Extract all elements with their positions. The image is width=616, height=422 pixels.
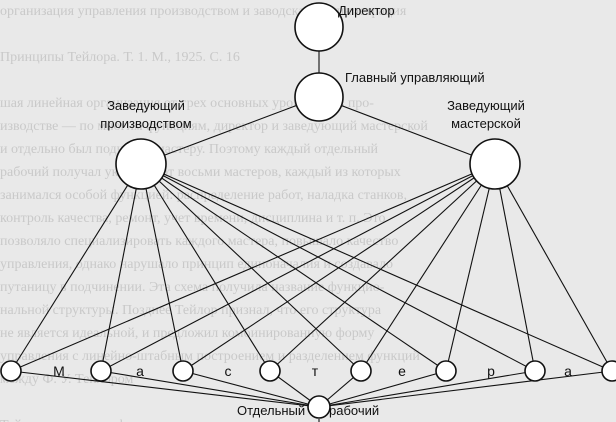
background-text-line: и отдельно был подчинен мастеру. Поэтому… [0,142,378,157]
edge-master-to-worker [10,370,320,408]
worker-node [307,395,331,419]
masters-label-letter: а [136,363,144,379]
master-node [435,360,457,382]
edge-manager-to-production-head [140,96,320,165]
masters-label-letter: е [398,363,406,379]
edge-production-head-to-master [100,163,142,372]
edge-master-to-worker [100,370,320,408]
workshop-head-node [469,138,521,190]
production-head-label-line1: Заведующий [107,98,185,113]
edge-workshop-head-to-master [10,163,496,372]
director-node [294,2,344,52]
background-text-line: Тейлор считал, что функциональное руково… [0,414,616,422]
edge-production-head-to-master [140,163,362,372]
master-node [524,360,546,382]
general-manager-node [294,72,344,122]
edge-master-to-worker [182,370,320,408]
edge-workshop-head-to-master [445,163,496,372]
workshop-head-label-line2: мастерской [451,116,521,131]
general-manager-label: Главный управляющий [345,70,485,85]
background-text-line: не является идеальной, и предложил комби… [0,326,375,341]
master-node [259,360,281,382]
background-text-line: путаницу в подчинении. Эта схема получил… [0,280,385,295]
edge-manager-to-workshop-head [318,96,496,165]
diagram-edges [10,27,613,422]
masters-label-letter: р [487,363,495,379]
masters-label-letter: т [312,363,319,379]
director-label: Директор [338,3,395,18]
edge-master-to-worker [318,370,536,408]
edge-production-head-to-master [140,163,536,372]
edge-workshop-head-to-master [494,163,536,372]
edge-master-to-worker [318,370,613,408]
edge-workshop-head-to-master [100,163,496,372]
master-node [350,360,372,382]
masters-label-letter: М [53,363,65,379]
production-head-node [115,138,167,190]
edge-master-to-worker [318,370,447,408]
edge-production-head-to-master [140,163,271,372]
master-node [0,360,22,382]
background-text-line: изводстве — по многим функциям, директор… [0,119,428,134]
master-node [90,360,112,382]
edge-workshop-head-to-master [494,163,613,372]
background-text-line: занимался особой функцией: распределение… [0,188,408,203]
background-text-line: нальной структуры. Позднее Тейлор призна… [0,303,382,318]
edge-workshop-head-to-master [360,163,496,372]
worker-label-word2: рабочий [329,403,379,418]
edge-production-head-to-master [140,163,613,372]
workshop-head-label-line1: Заведующий [447,98,525,113]
masters-label-letter: а [564,363,572,379]
masters-label-letter: с [225,363,232,379]
master-node [601,360,616,382]
edge-workshop-head-to-master [269,163,496,372]
edge-production-head-to-master [140,163,184,372]
background-text-line: контроль качества, ремонт, учет времени,… [0,211,386,226]
worker-label-word1: Отдельный [237,403,305,418]
background-text-line: шая линейная организация от трех основны… [0,96,374,111]
edge-production-head-to-master [140,163,447,372]
background-text-line: рабочий получал указания от восьми масте… [0,165,401,180]
production-head-label-line2: производством [100,116,191,131]
edge-production-head-to-master [10,163,142,372]
background-text-line: Принципы Тейлора. Т. 1. М., 1925. С. 16 [0,50,240,65]
background-text-line: позволяло специализировать каждого масте… [0,234,399,249]
master-node [172,360,194,382]
